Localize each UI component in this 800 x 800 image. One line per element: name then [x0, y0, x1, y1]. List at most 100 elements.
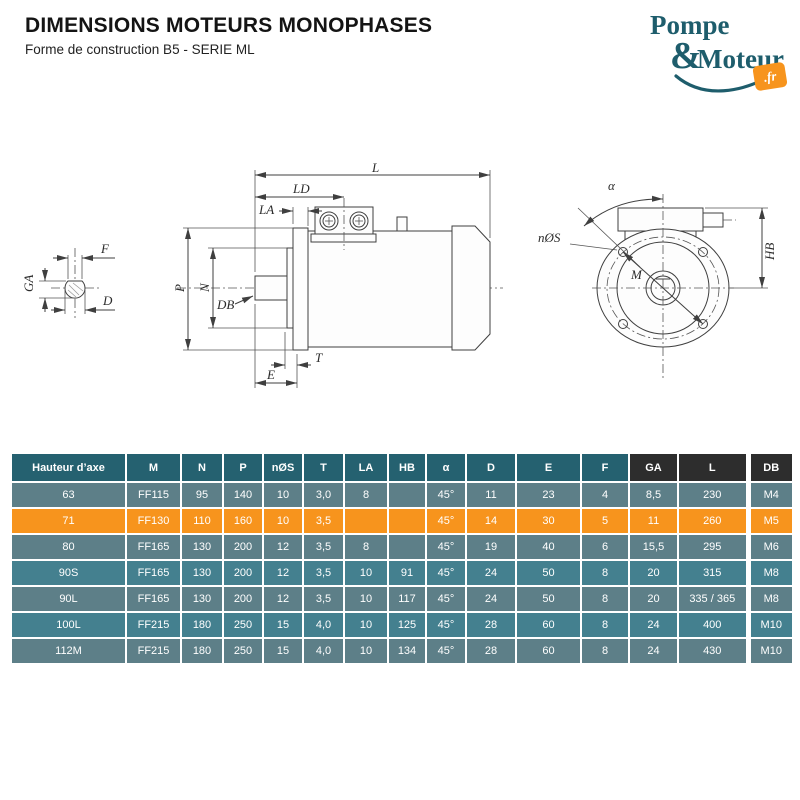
dimension-ga: GA: [21, 268, 73, 312]
row-label: 100L: [10, 611, 127, 639]
page-title: DIMENSIONS MOTEURS MONOPHASES: [25, 14, 433, 37]
table-cell: 134: [387, 637, 427, 665]
table-cell: 8,5: [628, 481, 679, 509]
table-cell: [387, 507, 427, 535]
table-cell: 230: [677, 481, 749, 509]
column-header--: α: [425, 452, 467, 483]
table-cell: 6: [580, 533, 630, 561]
table-cell: 24: [465, 559, 517, 587]
table-cell: 8: [343, 533, 389, 561]
table-cell: 11: [628, 507, 679, 535]
row-label: 63: [10, 481, 127, 509]
table-cell: FF215: [125, 637, 182, 665]
flange-face: [592, 194, 736, 380]
dimension-d: D: [51, 290, 115, 314]
table-cell: 117: [387, 585, 427, 613]
dim-label-alpha: α: [608, 178, 616, 193]
table-cell: 3,5: [302, 585, 345, 613]
table-cell: 10: [262, 507, 304, 535]
table-cell: 8: [580, 585, 630, 613]
logo-ampersand: &: [670, 35, 702, 77]
table-cell: [387, 481, 427, 509]
table-cell: 400: [677, 611, 749, 639]
table-cell: 15: [262, 637, 304, 665]
dimension-t: T: [271, 332, 323, 388]
table-cell: 4: [580, 481, 630, 509]
dimension-la: LA: [258, 202, 322, 226]
dimension-l: L: [254, 162, 491, 272]
column-header-hb: HB: [387, 452, 427, 483]
table-cell: 8: [343, 481, 389, 509]
dimension-p: P: [175, 227, 293, 351]
column-header-p: P: [222, 452, 264, 483]
table-cell: 130: [180, 559, 224, 587]
table-cell: 180: [180, 637, 224, 665]
table-cell: 200: [222, 585, 264, 613]
page-subtitle: Forme de construction B5 - SERIE ML: [25, 42, 255, 57]
table-cell: 24: [628, 637, 679, 665]
column-header-l: L: [677, 452, 749, 483]
dim-label-la: LA: [258, 202, 274, 217]
table-cell: [343, 507, 389, 535]
dim-label-m: M: [630, 267, 643, 282]
table-cell: 40: [515, 533, 582, 561]
table-cell: 20: [628, 585, 679, 613]
side-view-drawing: L LD LA P N DB: [175, 162, 503, 388]
table-cell: 12: [262, 585, 304, 613]
table-cell: 130: [180, 533, 224, 561]
shaft-section: [51, 248, 99, 318]
table-cell: 200: [222, 533, 264, 561]
logo-fr-badge: .fr: [752, 61, 788, 92]
table-cell: 260: [677, 507, 749, 535]
table-cell: 8: [580, 611, 630, 639]
column-header-e: E: [515, 452, 582, 483]
column-header-ga: GA: [628, 452, 679, 483]
table-cell: 91: [387, 559, 427, 587]
table-cell: 45°: [425, 481, 467, 509]
row-label: 112M: [10, 637, 127, 665]
table-cell: M5: [745, 507, 794, 535]
dim-label-f: F: [100, 241, 110, 256]
dim-label-db: DB: [216, 297, 234, 312]
shaft-end-view-drawing: F GA D: [21, 241, 115, 318]
table-cell: 12: [262, 533, 304, 561]
dimension-holes: nØS: [538, 230, 618, 251]
table-cell: 45°: [425, 611, 467, 639]
table-cell: FF165: [125, 533, 182, 561]
table-cell: 3,5: [302, 533, 345, 561]
table-cell: 180: [180, 611, 224, 639]
table-cell: 3,5: [302, 507, 345, 535]
table-cell: 10: [262, 481, 304, 509]
dim-label-n: N: [197, 282, 212, 293]
table-cell: M8: [745, 585, 794, 613]
table-cell: 14: [465, 507, 517, 535]
table-cell: 45°: [425, 637, 467, 665]
column-header-t: T: [302, 452, 345, 483]
table-cell: 160: [222, 507, 264, 535]
table-cell: 28: [465, 637, 517, 665]
dimension-e: E: [254, 304, 297, 388]
table-cell: 45°: [425, 533, 467, 561]
table-cell: 23: [515, 481, 582, 509]
table-cell: 60: [515, 637, 582, 665]
table-cell: 45°: [425, 585, 467, 613]
dimension-f: F: [53, 241, 115, 279]
dim-label-holes: nØS: [538, 230, 561, 245]
table-cell: FF165: [125, 585, 182, 613]
row-label: 80: [10, 533, 127, 561]
table-cell: 50: [515, 585, 582, 613]
table-cell: 335 / 365: [677, 585, 749, 613]
dim-label-t: T: [315, 350, 323, 365]
column-header-d: D: [465, 452, 517, 483]
front-view-drawing: α nØS M HB: [538, 178, 777, 380]
table-cell: M8: [745, 559, 794, 587]
table-cell: 24: [628, 611, 679, 639]
column-header-hauteur-d-axe: Hauteur d’axe: [10, 452, 127, 483]
table-cell: 430: [677, 637, 749, 665]
